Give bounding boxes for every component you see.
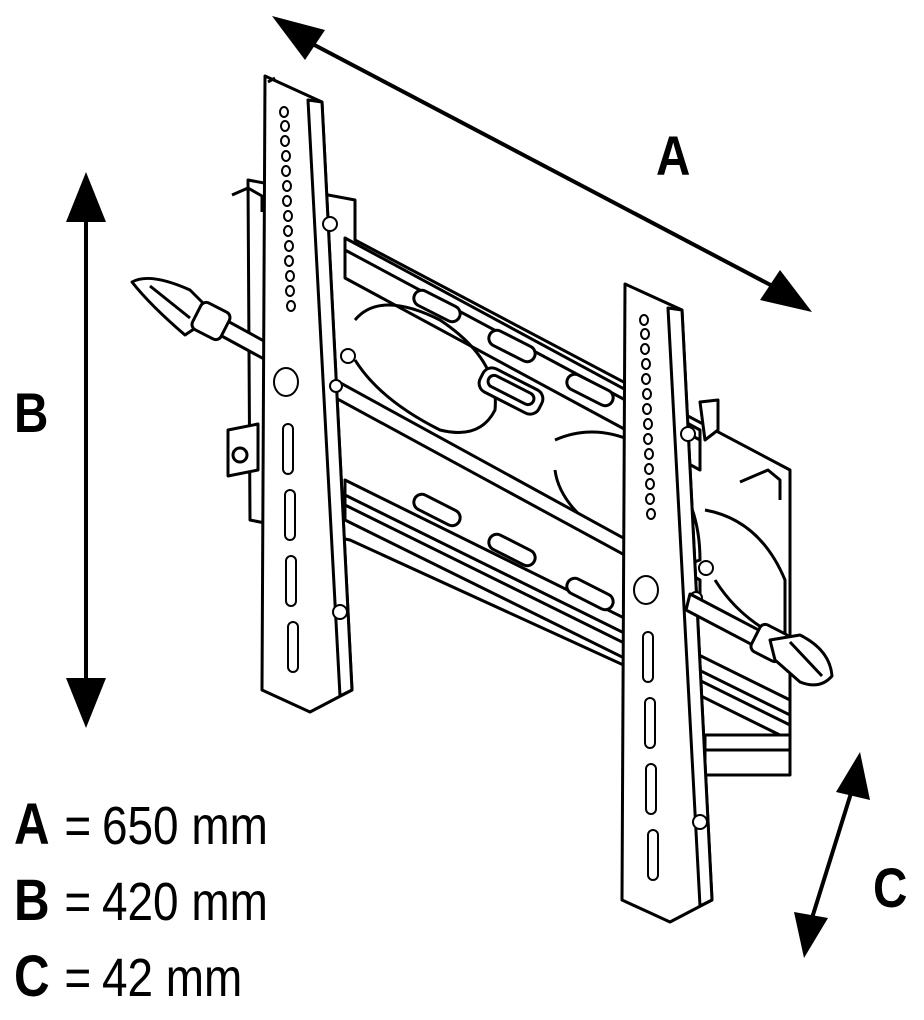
legend-equals: = xyxy=(64,799,91,853)
dimension-label-a: A xyxy=(656,128,690,184)
legend-value: 42 mm xyxy=(102,951,242,1005)
legend-equals: = xyxy=(64,875,91,929)
dimension-arrow-b xyxy=(66,172,106,728)
dimension-label-b: B xyxy=(14,385,48,441)
legend-value: 420 mm xyxy=(102,875,268,929)
legend-key: A xyxy=(14,796,51,854)
legend-row-c: C = 42 mm xyxy=(14,948,267,1012)
legend-key: C xyxy=(14,948,51,1006)
legend-row-a: A = 650 mm xyxy=(14,796,297,860)
legend-value: 650 mm xyxy=(102,799,268,853)
legend-key: B xyxy=(14,872,51,930)
dimension-label-c: C xyxy=(873,860,907,916)
dimension-arrow-c xyxy=(794,752,870,958)
legend-equals: = xyxy=(64,951,91,1005)
legend-row-b: B = 420 mm xyxy=(14,872,297,936)
